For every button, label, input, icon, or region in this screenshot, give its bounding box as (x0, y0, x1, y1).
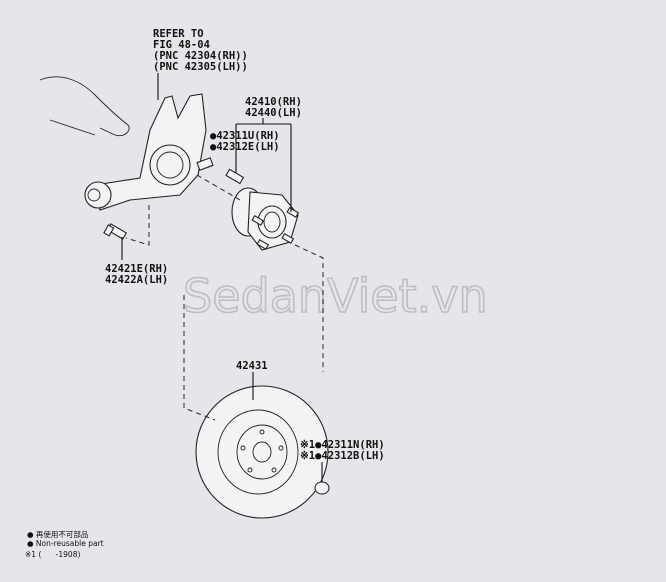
watermark: SedanViet.vn (183, 269, 488, 323)
label-42421e: 42421E(RH) (105, 263, 168, 275)
hub-bearing-assembly (231, 187, 300, 251)
label-42312e: ●42312E(LH) (210, 141, 280, 153)
disc-screw (314, 481, 330, 495)
label-refer-to: REFER TO (153, 28, 204, 40)
label-42422a: 42422A(LH) (105, 274, 168, 286)
label-42311u: ●42311U(RH) (210, 130, 280, 142)
label-42311n: ※1●42311N(RH) (300, 439, 385, 451)
steering-knuckle (84, 93, 214, 211)
leader-hub (235, 118, 292, 212)
assembly-line (125, 174, 324, 421)
label-42440: 42440(LH) (245, 107, 302, 119)
knuckle-bolt (103, 223, 128, 240)
label-pnc-lh: (PNC 42305(LH)) (153, 61, 248, 73)
legend-note-1: ※1 ( -1908) (25, 550, 80, 559)
label-42410: 42410(RH) (245, 96, 302, 108)
brake-disc (195, 385, 329, 519)
legend-non-reusable-jp: ● 再使用不可部品 (27, 529, 88, 539)
label-42312b: ※1●42312B(LH) (300, 450, 385, 462)
hand-outline (39, 76, 130, 137)
label-pnc-rh: (PNC 42304(RH)) (153, 50, 248, 62)
label-42431: 42431 (236, 360, 268, 372)
label-fig: FIG 48-04 (153, 39, 210, 51)
hub-bolt (225, 168, 245, 185)
legend-non-reusable-en: ● Non-reusable part (27, 539, 104, 548)
